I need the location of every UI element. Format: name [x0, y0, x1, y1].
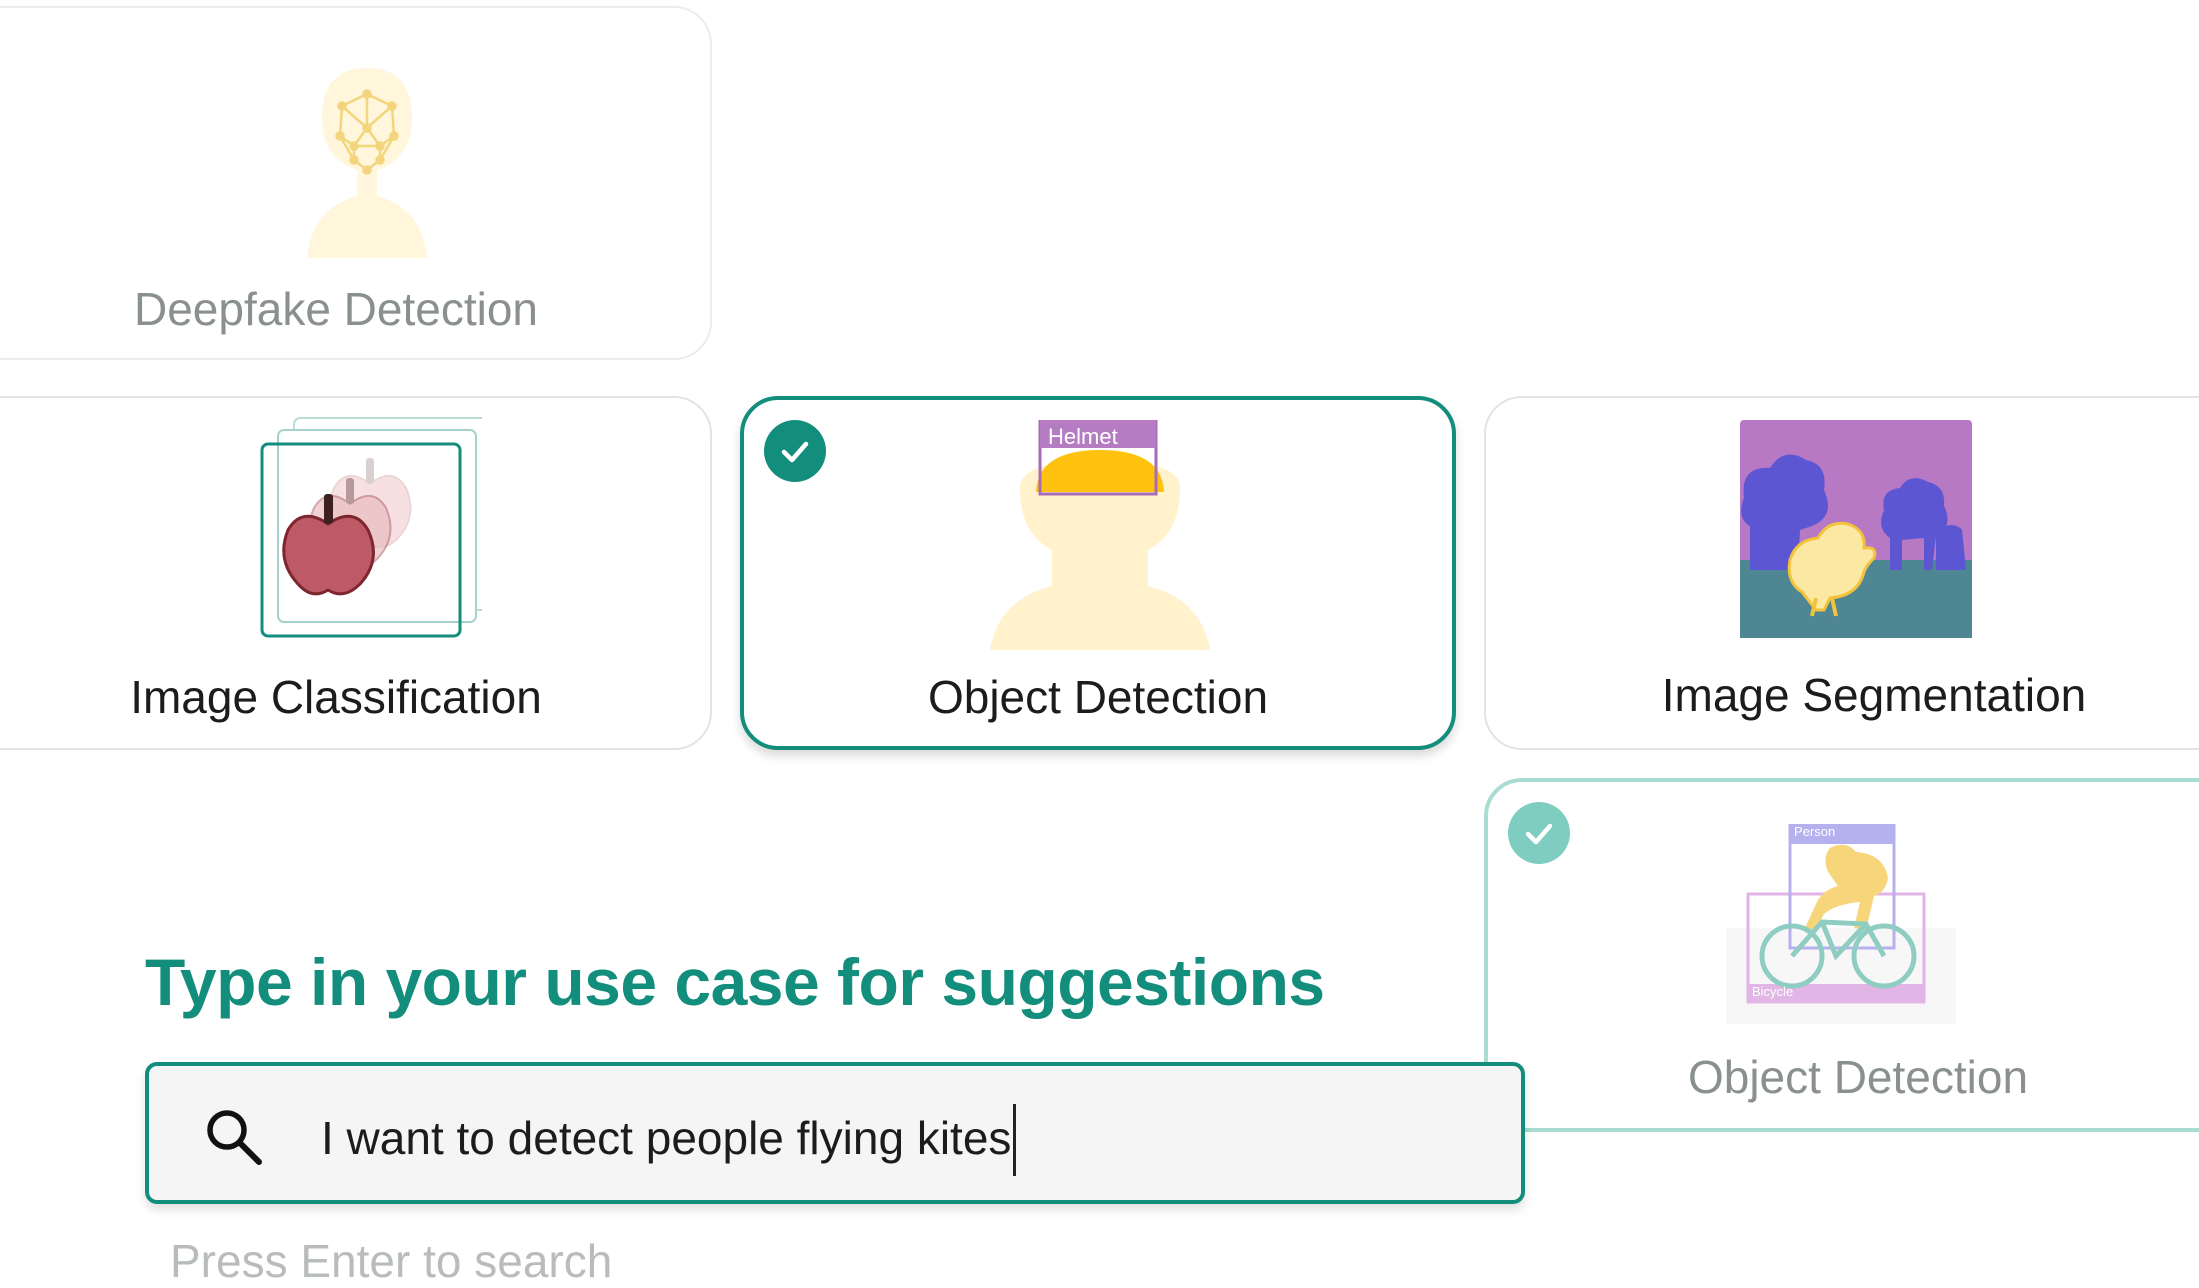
text-caret: [1013, 1104, 1017, 1176]
selected-checkmark-icon: [764, 420, 826, 482]
person-helmet-icon: [990, 420, 1210, 650]
card-image-classification[interactable]: Image Classification: [0, 396, 712, 750]
card-object-detection[interactable]: Helmet Object Detection: [740, 396, 1456, 750]
card-deepfake-detection[interactable]: Deepfake Detection: [0, 6, 712, 360]
cyclist-detection-icon: [1726, 824, 1956, 1024]
bicycle-tag: Bicycle: [1752, 984, 1794, 999]
search-heading: Type in your use case for suggestions: [145, 945, 1325, 1019]
helmet-tag: Helmet: [1048, 424, 1118, 449]
search-input-box[interactable]: I want to detect people flying kites: [145, 1062, 1525, 1204]
card-label: Object Detection: [1687, 1051, 2029, 1103]
card-label: Image Segmentation: [1661, 669, 2087, 721]
card-label: Object Detection: [927, 671, 1269, 723]
search-input-value: I want to detect people flying kites: [321, 1112, 1012, 1165]
card-label: Deepfake Detection: [133, 283, 539, 335]
search-hint: Press Enter to search: [170, 1235, 613, 1287]
card-label: Image Classification: [130, 671, 542, 723]
card-image-segmentation[interactable]: Image Segmentation: [1484, 396, 2199, 750]
search-icon: [207, 1110, 262, 1165]
segmentation-scene-icon: [1740, 420, 1972, 638]
apple-stack-icon: [260, 417, 482, 638]
card-object-detection-secondary[interactable]: Person Bicycle Object Detection: [1484, 778, 2199, 1132]
person-tag: Person: [1794, 824, 1836, 839]
selected-checkmark-icon: [1508, 802, 1570, 864]
search-input[interactable]: I want to detect people flying kites: [321, 1104, 1017, 1178]
face-scan-icon: [307, 68, 427, 258]
